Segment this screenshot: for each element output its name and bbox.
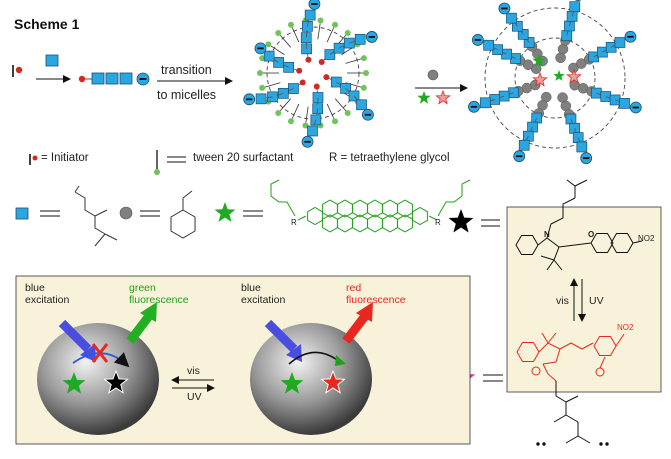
pdi-r-left: R	[291, 219, 297, 228]
spiro-o-label: O	[588, 231, 594, 240]
right-emission-line1: red	[346, 283, 361, 295]
right-excitation-line2: excitation	[241, 295, 285, 307]
left-excitation-line1: blue	[25, 283, 45, 295]
transition-label: transition	[161, 64, 212, 78]
styrene-structure	[120, 191, 195, 238]
right-excitation-line1: blue	[241, 283, 261, 295]
no2-label-top: NO2	[638, 235, 654, 244]
initiator-legend: = Initiator	[41, 152, 89, 165]
black-star-equals	[449, 209, 500, 233]
r-definition: R = tetraethylene glycol	[329, 152, 450, 165]
styrene-spiro-addition	[415, 70, 467, 104]
green-star-icon	[417, 91, 430, 104]
tween-legend: tween 20 surfactant	[193, 152, 293, 165]
right-emission-line2: fluorescence	[346, 295, 406, 307]
uv-label-horizontal: UV	[187, 392, 202, 404]
scheme-title: Scheme 1	[14, 17, 79, 32]
legend-initiator	[30, 154, 38, 165]
micelle-with-chains	[244, 0, 378, 147]
vis-label-vertical: vis	[556, 296, 569, 308]
micelle-label: to micelles	[157, 89, 216, 103]
green-star-icon	[215, 202, 236, 222]
spiro-n-label: N	[544, 231, 550, 240]
no2-label-bottom: NO2	[617, 324, 633, 333]
black-star-icon	[449, 209, 474, 233]
loaded-micelle	[468, 0, 641, 164]
legend-tween	[154, 150, 186, 175]
nipam-monomer-structure	[16, 186, 117, 246]
vis-label-horizontal: vis	[187, 366, 200, 378]
uv-label-vertical: UV	[589, 296, 604, 308]
pdi-r-right: R	[435, 219, 441, 228]
left-emission-line2: fluorescence	[129, 295, 189, 307]
left-emission-line1: green	[129, 283, 156, 295]
pdi-structure	[215, 180, 471, 232]
left-excitation-line2: excitation	[25, 295, 69, 307]
pink-star-icon	[436, 91, 449, 104]
monomer-square-icon	[46, 55, 58, 66]
